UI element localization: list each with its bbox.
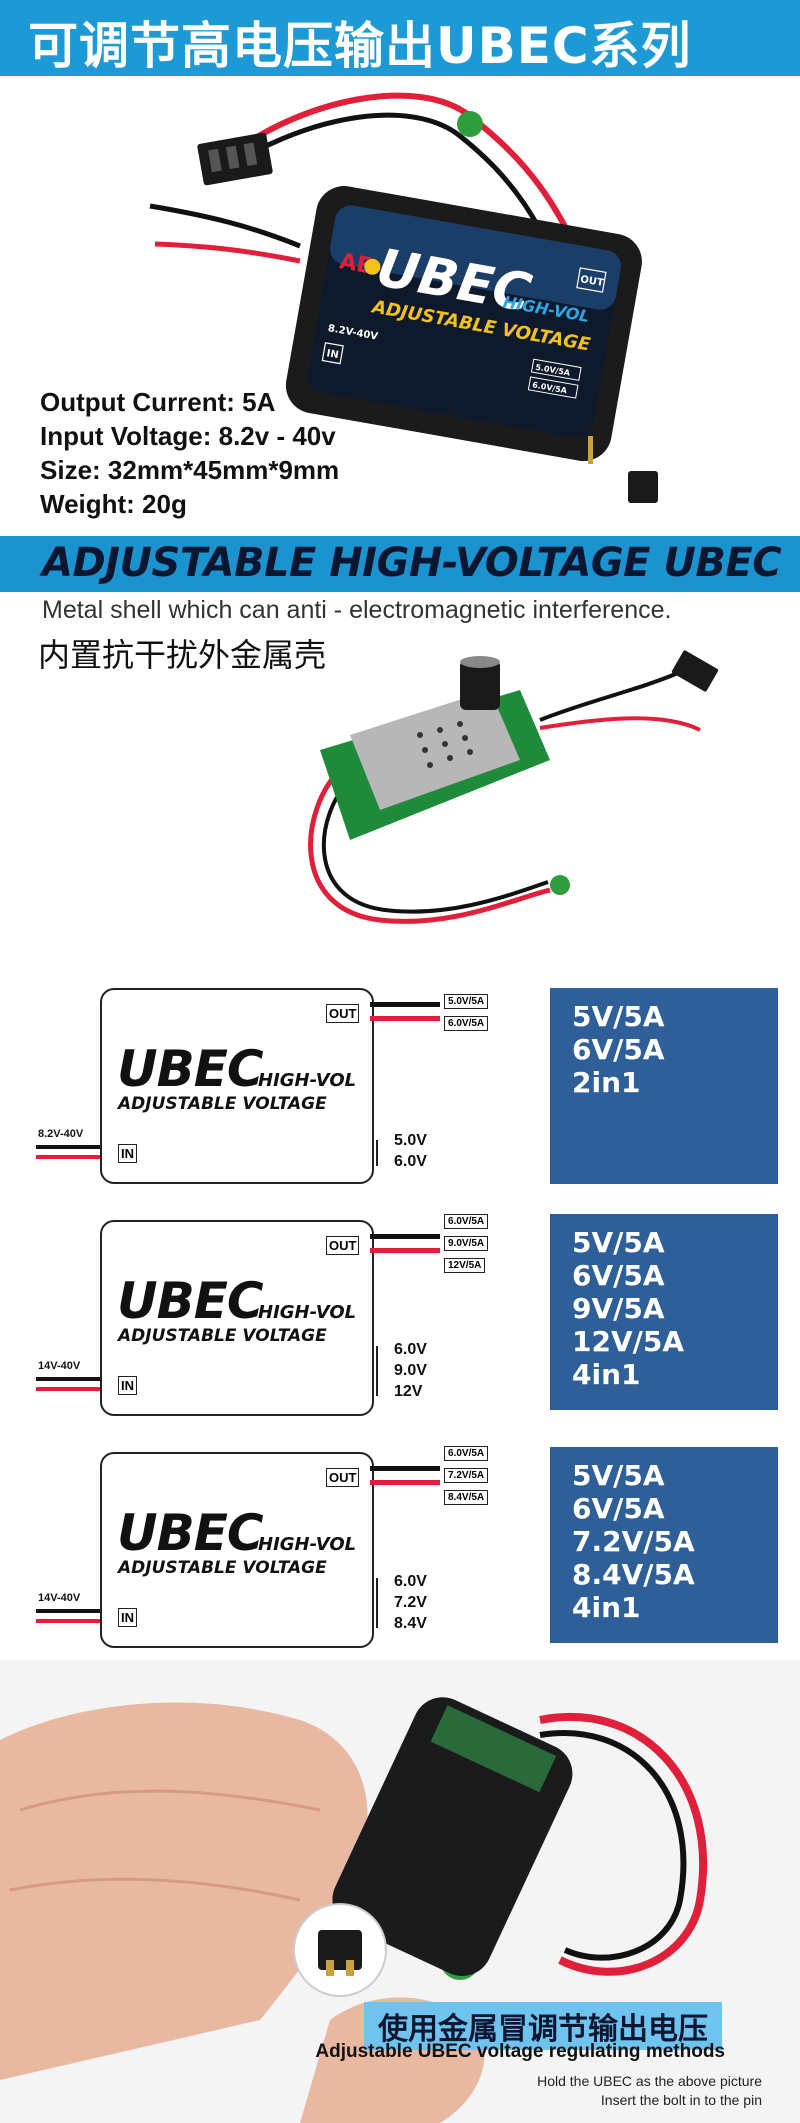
- diagram-1-ubec: UBEC: [117, 1040, 264, 1098]
- diagram-3-pin: 6.0V: [394, 1573, 427, 1590]
- panel-item: 5V/5A: [572, 1459, 665, 1492]
- diagram-1-out-option: 6.0V/5A: [444, 1016, 489, 1031]
- ubec-module-illustration: UBEC HIGH-VOL ADJUSTABLE VOLTAGE AE 8.2V…: [149, 92, 658, 503]
- header-banner: [0, 0, 800, 76]
- diagram-1-input-range: 8.2V-40V: [38, 1128, 84, 1140]
- pcb-photo: [308, 650, 719, 924]
- spec-output-current: Output Current: 5A: [40, 387, 276, 417]
- diagram-3-in-wire-black: [36, 1609, 100, 1613]
- diagram-3-pin: 8.4V: [394, 1615, 427, 1632]
- diagram-3-wire-black: [370, 1466, 440, 1471]
- diagram-3-out-option: 8.4V/5A: [444, 1490, 489, 1505]
- diagram-3-out-tag: OUT: [326, 1468, 360, 1487]
- panel-item: 4in1: [572, 1358, 641, 1391]
- diagram-2-out-option: 9.0V/5A: [444, 1236, 489, 1251]
- diagram-2-out-tag: OUT: [326, 1236, 360, 1255]
- diagram-3-out-option: 7.2V/5A: [444, 1468, 489, 1483]
- diagram-3-input-range: 14V-40V: [38, 1592, 81, 1604]
- diagram-3-in-tag: IN: [118, 1608, 137, 1627]
- panel-item: 4in1: [572, 1591, 641, 1624]
- diagram-2-adjustable: ADJUSTABLE VOLTAGE: [118, 1326, 327, 1346]
- note-insert: Insert the bolt in to the pin: [600, 2092, 762, 2108]
- panel-item: 5V/5A: [572, 1000, 665, 1033]
- svg-text:IN: IN: [326, 348, 340, 361]
- diagram-2-pin-line: [376, 1346, 378, 1396]
- diagram-2-input-range: 14V-40V: [38, 1360, 81, 1372]
- diagram-1-adjustable: ADJUSTABLE VOLTAGE: [118, 1094, 327, 1114]
- description-en: Metal shell which can anti - electromagn…: [42, 596, 672, 624]
- diagram-1-wire-black: [370, 1002, 440, 1007]
- panel-item: 6V/5A: [572, 1492, 665, 1525]
- diagram-2-in-wire-red: [36, 1387, 100, 1391]
- diagram-2-highvol: HIGH-VOL: [258, 1302, 357, 1323]
- spec-weight: Weight: 20g: [40, 489, 187, 519]
- panel-item: 8.4V/5A: [572, 1558, 695, 1591]
- panel-item: 7.2V/5A: [572, 1525, 695, 1558]
- diagram-2-in-wire-black: [36, 1377, 100, 1381]
- diagram-1-panel: 5V/5A 6V/5A 2in1: [550, 988, 778, 1184]
- diagram-1-pin: 6.0V: [394, 1153, 427, 1170]
- diagram-3-pin: 7.2V: [394, 1594, 427, 1611]
- diagram-3-in-wire-red: [36, 1619, 100, 1623]
- section-banner: [0, 536, 800, 592]
- svg-text:OUT: OUT: [579, 274, 604, 289]
- diagram-1-in-tag: IN: [118, 1144, 137, 1163]
- panel-item: 12V/5A: [572, 1325, 685, 1358]
- diagram-2-panel: 5V/5A 6V/5A 9V/5A 12V/5A 4in1: [550, 1214, 778, 1410]
- note-hold: Hold the UBEC as the above picture: [537, 2073, 762, 2089]
- page-title: 可调节高电压输出UBEC系列: [28, 17, 692, 75]
- diagram-1-pin-line: [376, 1140, 378, 1166]
- diagram-1-in-wire-black: [36, 1145, 100, 1149]
- description-cn: 内置抗干扰外金属壳: [38, 636, 327, 674]
- diagram-3-panel: 5V/5A 6V/5A 7.2V/5A 8.4V/5A 4in1: [550, 1447, 778, 1643]
- diagram-2-wire-black: [370, 1234, 440, 1239]
- spec-input-voltage: Input Voltage: 8.2v - 40v: [40, 421, 336, 451]
- section-title: ADJUSTABLE HIGH-VOLTAGE UBEC: [42, 540, 782, 586]
- diagram-2-pin: 12V: [394, 1383, 423, 1400]
- caption-en: Adjustable UBEC voltage regulating metho…: [315, 2041, 725, 2062]
- diagram-2-out-option: 12V/5A: [444, 1258, 486, 1273]
- diagram-3-adjustable: ADJUSTABLE VOLTAGE: [118, 1558, 327, 1578]
- diagram-2-wire-red: [370, 1248, 440, 1253]
- diagram-2-pin: 6.0V: [394, 1341, 427, 1358]
- panel-item: 9V/5A: [572, 1292, 665, 1325]
- diagram-1-out-option: 5.0V/5A: [444, 994, 489, 1009]
- diagram-1-highvol: HIGH-VOL: [258, 1070, 357, 1091]
- diagram-2-in-tag: IN: [118, 1376, 137, 1395]
- caption-cn: 使用金属冒调节输出电压: [364, 2002, 722, 2050]
- panel-item: 6V/5A: [572, 1033, 665, 1066]
- panel-item: 2in1: [572, 1066, 641, 1099]
- diagram-1-pin: 5.0V: [394, 1132, 427, 1149]
- diagram-2-out-option: 6.0V/5A: [444, 1214, 489, 1229]
- diagram-3-highvol: HIGH-VOL: [258, 1534, 357, 1555]
- diagram-1-wire-red: [370, 1016, 440, 1021]
- diagram-3-out-option: 6.0V/5A: [444, 1446, 489, 1461]
- spec-size: Size: 32mm*45mm*9mm: [40, 455, 340, 485]
- diagram-1-in-wire-red: [36, 1155, 100, 1159]
- panel-item: 6V/5A: [572, 1259, 665, 1292]
- diagram-3-ubec: UBEC: [117, 1504, 264, 1562]
- diagram-1-out-tag: OUT: [326, 1004, 360, 1023]
- diagram-2-pin: 9.0V: [394, 1362, 427, 1379]
- diagram-2-ubec: UBEC: [117, 1272, 264, 1330]
- panel-item: 5V/5A: [572, 1226, 665, 1259]
- diagram-3-wire-red: [370, 1480, 440, 1485]
- diagram-3-pin-line: [376, 1578, 378, 1628]
- product-photo: UBEC HIGH-VOL ADJUSTABLE VOLTAGE AE 8.2V…: [0, 76, 800, 534]
